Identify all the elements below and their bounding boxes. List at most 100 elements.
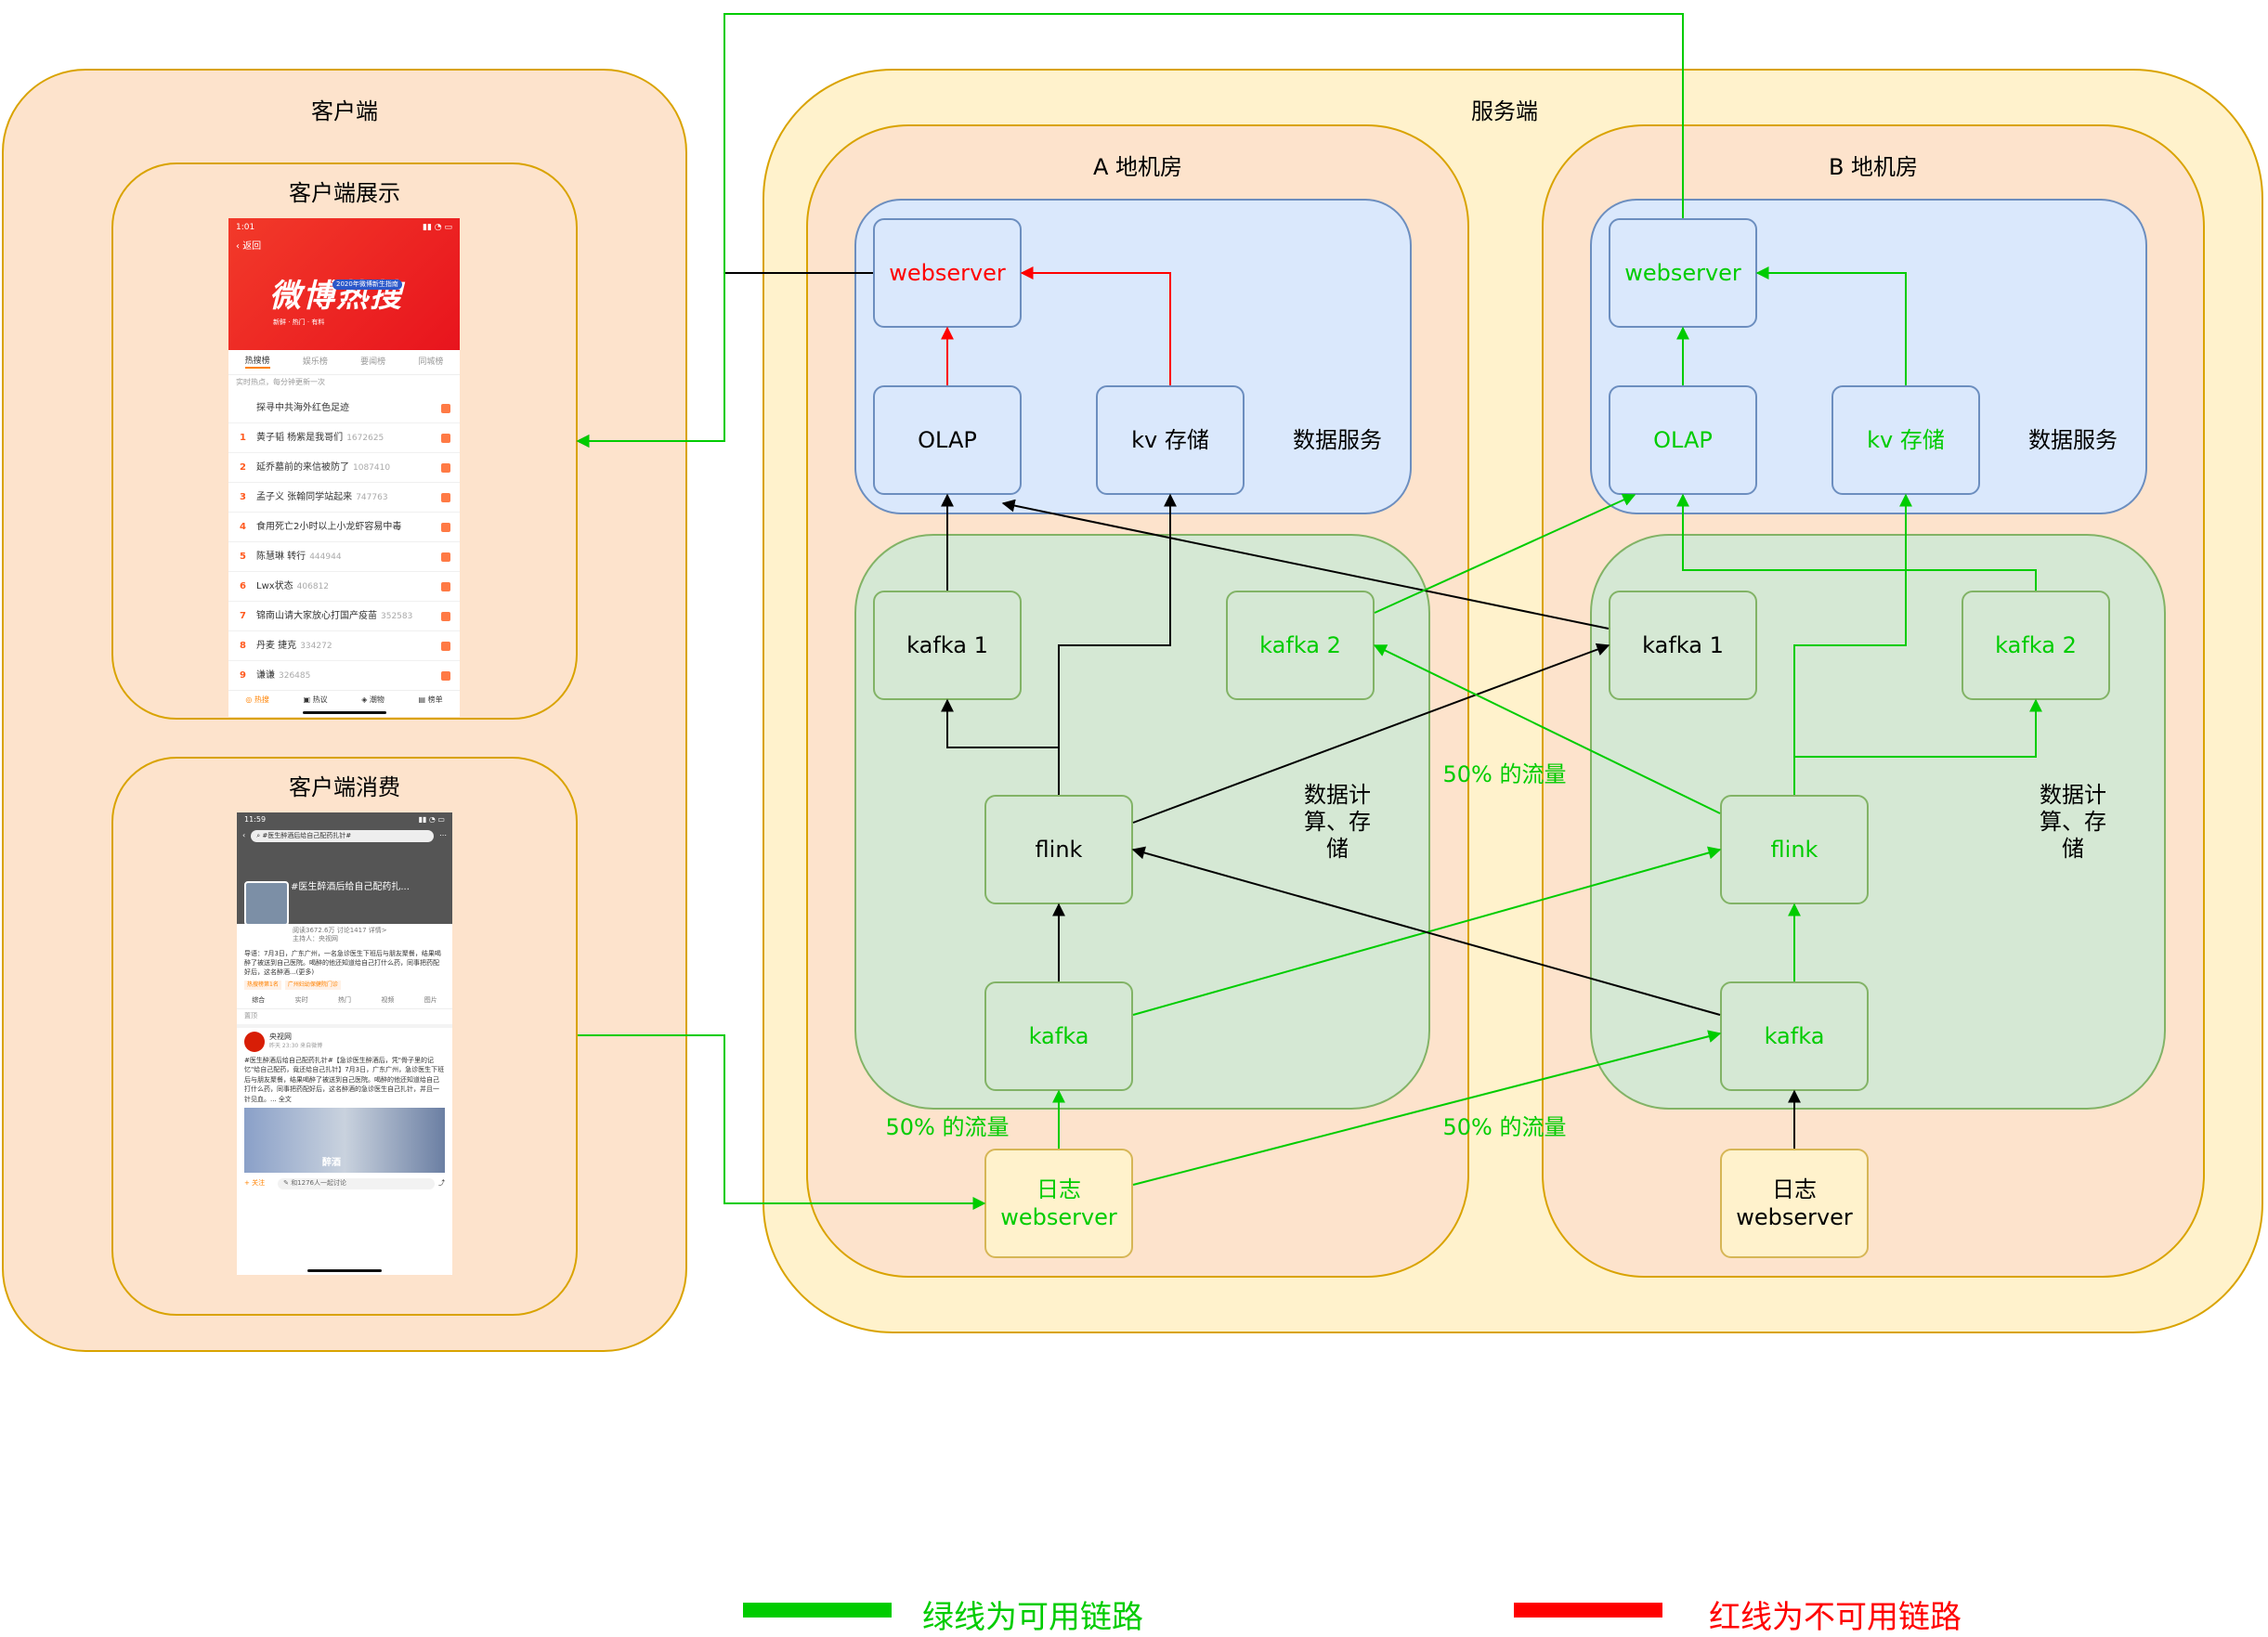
hot-search-item[interactable]: 探寻中共海外红色足迹	[228, 394, 460, 423]
status-icons: ▮▮ ◔ ▭	[423, 223, 452, 232]
avatar	[244, 1031, 265, 1052]
tab-hot[interactable]: 热搜榜	[244, 356, 270, 370]
hot-badge-icon	[441, 641, 450, 651]
hot-badge-icon	[441, 433, 450, 443]
edge-a-kv-to-webserver	[1020, 266, 1171, 385]
room-a-log-webserver[interactable]: 日志 webserver	[984, 1149, 1133, 1258]
topic-thumb	[244, 881, 289, 926]
hot-search-rank: 1	[240, 432, 246, 443]
topic-search-input[interactable]: ⌕ #医生醉酒后给自己配药扎针#	[251, 829, 434, 843]
share-icon[interactable]: ⤴	[438, 1179, 445, 1188]
hot-search-count: 747763	[356, 492, 388, 502]
pinned-section: 置顶	[237, 1009, 452, 1028]
room-a-olap[interactable]: OLAP	[873, 385, 1022, 495]
hot-tabs: 热搜榜 娱乐榜 要闻榜 同城榜	[228, 350, 460, 375]
edge-b-kafka2-to-olap	[1676, 493, 2037, 591]
tab-realtime[interactable]: 实时	[294, 995, 308, 1004]
hot-badge-icon	[441, 522, 450, 532]
hot-search-count: 1672625	[346, 433, 385, 443]
bottom-tab-trend[interactable]: ◈ 潮物	[361, 695, 385, 704]
hot-search-rank: 7	[240, 610, 246, 621]
tab-local[interactable]: 同城榜	[418, 357, 444, 367]
post-text: #医生醉酒后给自己配药扎针#【急诊医生醉酒后，凭"骨子里的记忆"给自己配药，竟还…	[244, 1056, 445, 1103]
edge-b-kafka1-to-a-olap	[1001, 499, 1610, 630]
banner-badge: 2020年微博新生指南	[332, 279, 402, 291]
legend-available-label: 绿线为可用链路	[922, 1599, 1143, 1636]
hot-badge-icon	[441, 670, 450, 681]
room-b-kafka-2[interactable]: kafka 2	[1962, 591, 2110, 700]
video-thumbnail[interactable]: 醉酒	[244, 1108, 445, 1174]
tab-video[interactable]: 视频	[381, 995, 395, 1004]
post-tabs: 综合 实时 热门 视频 图片	[237, 992, 452, 1010]
hot-search-rank: 6	[240, 580, 246, 591]
bottom-tab-discuss[interactable]: ▣ 热议	[303, 695, 328, 704]
room-b-data-service-label: 数据服务	[2028, 427, 2118, 453]
room-a-kv-store[interactable]: kv 存储	[1096, 385, 1245, 495]
hot-badge-icon	[441, 611, 450, 621]
legend-green-line	[743, 1603, 892, 1618]
traffic-label-local-kafka: 50% 的流量	[885, 1114, 1010, 1140]
tab-entertainment[interactable]: 娱乐榜	[302, 357, 328, 367]
server-title: 服务端	[1471, 98, 1538, 124]
client-consume-title: 客户端消费	[289, 774, 400, 800]
room-b-olap[interactable]: OLAP	[1609, 385, 1757, 495]
hot-badge-icon	[441, 462, 450, 473]
room-a-data-service-label: 数据服务	[1293, 427, 1382, 453]
tab-news[interactable]: 要闻榜	[360, 357, 386, 367]
room-b-kafka-1[interactable]: kafka 1	[1609, 591, 1757, 700]
traffic-label-cross-kafka: 50% 的流量	[1442, 1114, 1567, 1140]
tag-chip[interactable]: 广州妇幼保健院门诊	[284, 981, 341, 991]
room-a-kafka[interactable]: kafka	[984, 981, 1133, 1091]
hot-badge-icon	[441, 581, 450, 591]
edge-b-webserver-to-client	[576, 13, 1684, 448]
room-b-log-webserver[interactable]: 日志 webserver	[1720, 1149, 1869, 1258]
room-a-flink[interactable]: flink	[984, 795, 1133, 904]
tab-all[interactable]: 综合	[252, 995, 266, 1004]
room-a-title: A 地机房	[1092, 154, 1183, 180]
edge-b-kafka-to-a-flink	[1131, 846, 1721, 1016]
status-time: 1:01	[236, 223, 255, 232]
poster-name: 央视网	[269, 1033, 292, 1042]
follow-button[interactable]: + 关注	[244, 1179, 266, 1188]
room-a-webserver[interactable]: webserver	[873, 218, 1022, 328]
search-icon: ⌕	[256, 831, 263, 839]
hot-badge-icon	[441, 492, 450, 502]
more-icon[interactable]: ⋯	[439, 831, 447, 840]
weibo-hot-search-screenshot: 1:01 ▮▮ ◔ ▭ ‹ 返回 微博热搜 2020年微博新生指南 新鲜 · 热…	[228, 218, 460, 717]
tab-popular[interactable]: 热门	[337, 995, 351, 1004]
topic-host: 主持人：央视网	[293, 935, 338, 943]
bottom-tab-rank[interactable]: ▤ 榜单	[418, 695, 443, 704]
hot-search-count: 352583	[381, 611, 413, 621]
post-meta: 昨天 23:30 来自微博	[269, 1043, 323, 1050]
hot-search-count: 1087410	[353, 462, 391, 473]
tab-image[interactable]: 图片	[424, 995, 437, 1004]
hot-search-rank: 4	[240, 521, 246, 532]
hot-badge-icon	[441, 403, 450, 413]
edge-a-flink-to-kafka1	[941, 698, 1060, 795]
client-title: 客户端	[311, 98, 378, 124]
tag-chip[interactable]: 热搜榜第1名	[244, 981, 281, 991]
room-b-title: B 地机房	[1828, 154, 1919, 180]
back-button[interactable]: ‹ 返回	[236, 241, 262, 253]
room-b-kv-store[interactable]: kv 存储	[1831, 385, 1980, 495]
status-icons: ▮▮ ◔ ▭	[418, 815, 445, 824]
edge-b-flink-to-kv	[1793, 493, 1912, 795]
room-a-kafka-1[interactable]: kafka 1	[873, 591, 1022, 700]
back-icon[interactable]: ‹	[242, 831, 246, 840]
room-b-webserver[interactable]: webserver	[1609, 218, 1757, 328]
bottom-tab-hot[interactable]: ◎ 热搜	[245, 695, 269, 704]
comment-input[interactable]: ✎ 和1276人一起讨论	[278, 1178, 435, 1189]
